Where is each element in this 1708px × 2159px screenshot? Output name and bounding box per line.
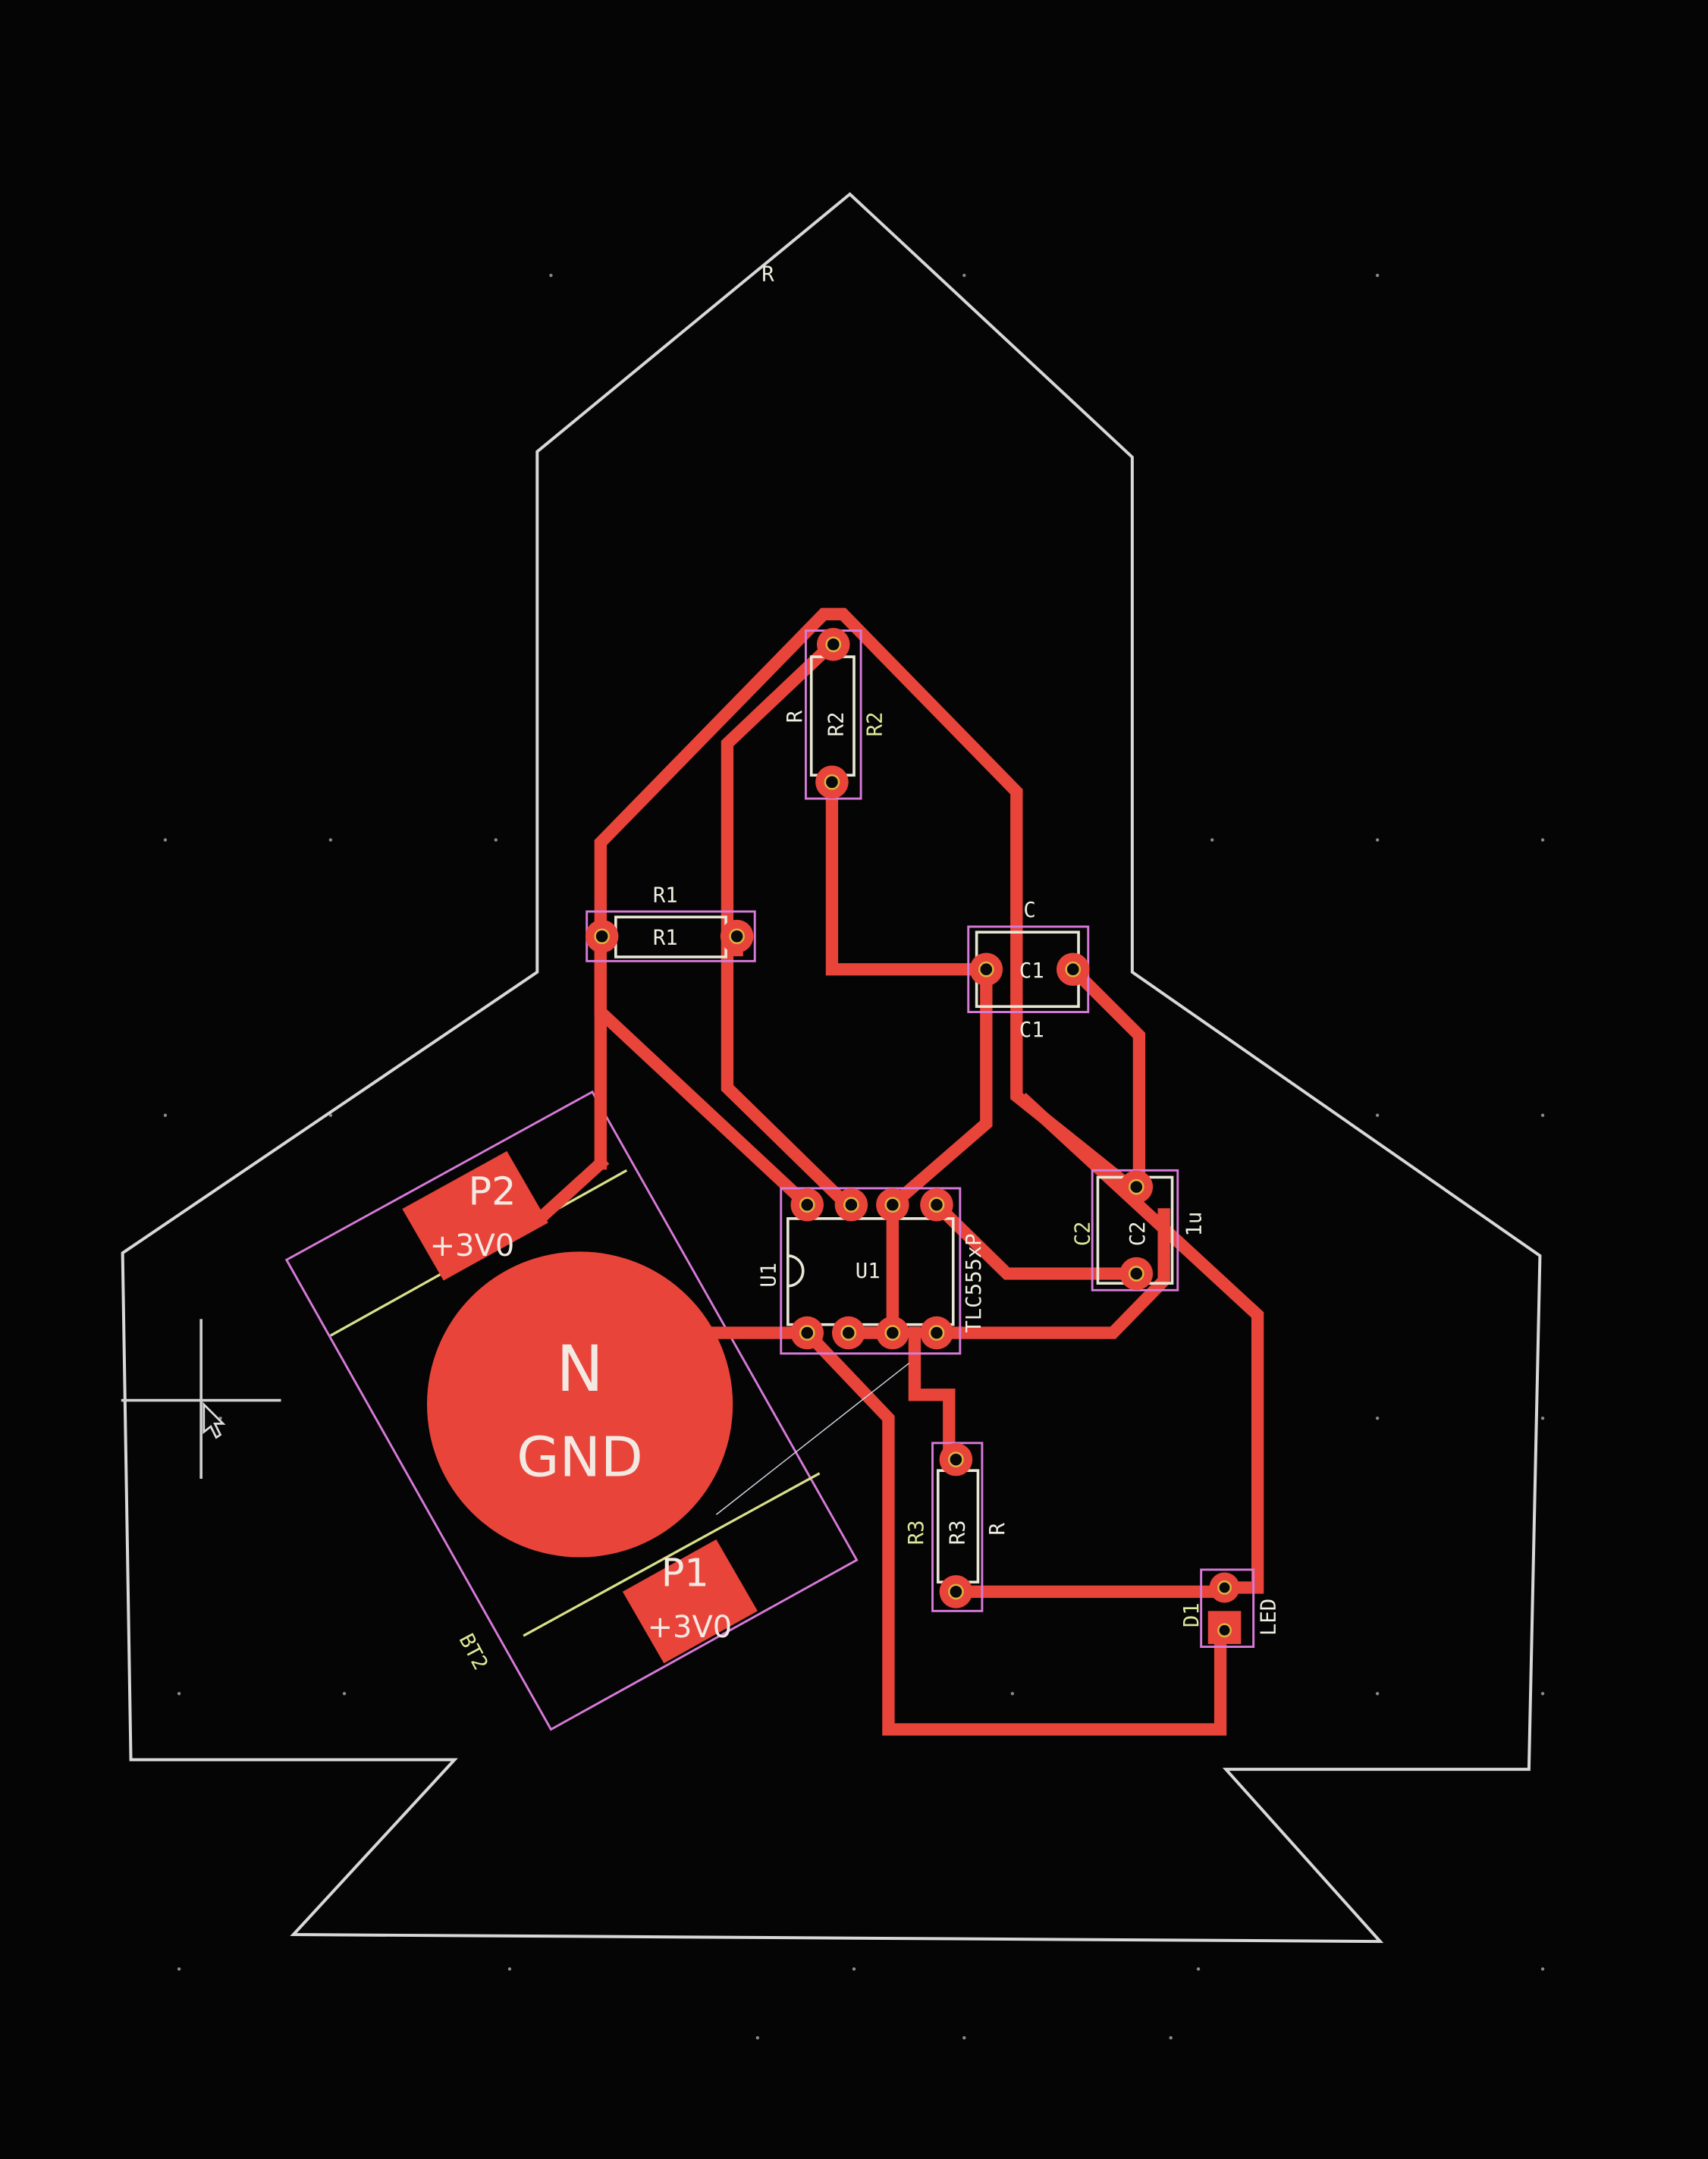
capacitor-c2[interactable]: C2 C2 1u	[1072, 1169, 1207, 1291]
ratsnest-line	[715, 1362, 910, 1515]
pad-p2-name: P2	[468, 1169, 516, 1214]
r1-ref: R1	[653, 883, 678, 907]
outline-label: R	[761, 262, 774, 286]
c1-value: C	[1023, 899, 1035, 922]
bt2-courtyard	[284, 1090, 859, 1731]
pad-p1-net: +3V0	[648, 1610, 733, 1645]
copper-traces	[531, 607, 1264, 1736]
bt2-pad-p2[interactable]	[402, 1150, 548, 1281]
c2-value: 1u	[1183, 1212, 1207, 1237]
u1-value: TLC555xP	[962, 1233, 986, 1332]
arrow-pointer-icon	[203, 1401, 226, 1439]
c1-ref: C1	[1019, 1018, 1044, 1042]
resistor-r3[interactable]: R3 R3 R	[905, 1442, 1009, 1612]
resistor-r2[interactable]: R2 R2 R	[783, 627, 887, 800]
c1-fab: C1	[1019, 959, 1044, 983]
grid-dots	[163, 273, 1545, 2040]
pin1-notch	[787, 1254, 805, 1288]
u1-fab: U1	[856, 1260, 881, 1283]
r3-fab: R3	[946, 1520, 969, 1545]
pad-p1-name: P1	[661, 1551, 709, 1596]
r3-value: R	[986, 1522, 1009, 1535]
bt2-pad-n[interactable]	[427, 1251, 733, 1558]
r2-fab: R2	[824, 712, 848, 737]
pad-p2-net: +3V0	[430, 1229, 515, 1263]
c2-ref: C2	[1072, 1221, 1095, 1246]
ic-u1[interactable]: U1 U1 TLC555xP	[757, 1187, 986, 1355]
bt2-ref: BT2	[454, 1630, 492, 1674]
battery-bt2[interactable]: P2 +3V0 P1 +3V0 N GND BT2	[284, 1090, 859, 1731]
crosshair-cursor	[121, 1319, 281, 1480]
c2-fab: C2	[1126, 1221, 1150, 1246]
capacitor-c1[interactable]: C1 C1 C	[967, 899, 1090, 1042]
u1-ref: U1	[757, 1263, 780, 1288]
board-outline	[121, 192, 1542, 1944]
led-d1[interactable]: D1 LED	[1180, 1568, 1281, 1649]
bt2-pad-p1[interactable]	[622, 1539, 758, 1664]
pad-n-net: GND	[516, 1426, 643, 1489]
d1-value: LED	[1257, 1599, 1281, 1636]
pad-n-name: N	[556, 1332, 603, 1406]
r1-fab: R1	[653, 927, 678, 950]
r2-ref: R2	[863, 712, 887, 737]
r3-ref: R3	[905, 1520, 928, 1545]
r2-value: R	[783, 710, 807, 723]
d1-ref: D1	[1180, 1602, 1204, 1627]
resistor-r1[interactable]: R1 R1	[585, 883, 756, 962]
